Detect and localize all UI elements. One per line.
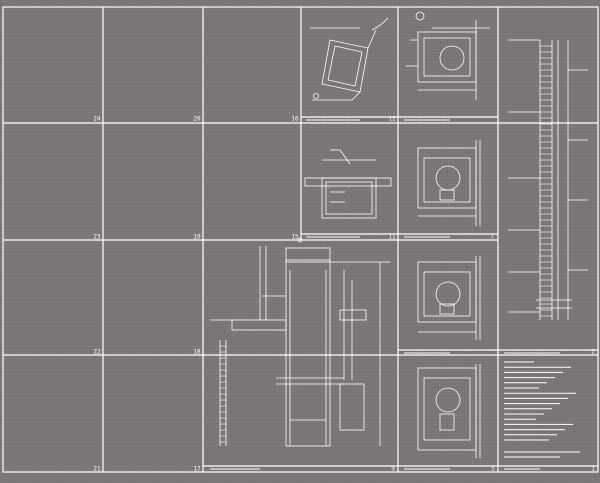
cell-number-21: 21 bbox=[93, 465, 101, 473]
general-notes-lines bbox=[504, 361, 580, 458]
cell-number-16: 16 bbox=[291, 115, 299, 123]
cell-number-24: 24 bbox=[93, 115, 101, 123]
cell-number-2: 2 bbox=[591, 348, 595, 356]
cell-number-12: 12 bbox=[388, 115, 396, 123]
detail-9-section bbox=[210, 237, 390, 447]
cell-number-15: 15 bbox=[291, 233, 299, 241]
cell-number-7: 7 bbox=[490, 233, 494, 241]
cell-number-22: 22 bbox=[93, 348, 101, 356]
cell-number-17: 17 bbox=[193, 465, 201, 473]
detail-5-plan bbox=[417, 364, 481, 458]
detail-4-section bbox=[508, 39, 588, 320]
cell-number-1: 1 bbox=[591, 465, 595, 473]
cell-number-18: 18 bbox=[193, 348, 201, 356]
cell-number-5: 5 bbox=[491, 465, 495, 473]
detail-12-hatch bbox=[310, 17, 389, 101]
detail-8-plan bbox=[406, 11, 490, 100]
detail-11-section bbox=[304, 149, 392, 219]
cell-number-11: 11 bbox=[388, 233, 396, 241]
title-strip-marks bbox=[210, 119, 560, 470]
detail-6-plan bbox=[417, 256, 481, 340]
cell-number-9: 9 bbox=[391, 465, 395, 473]
cell-number-19: 19 bbox=[193, 233, 201, 241]
cell-number-23: 23 bbox=[93, 233, 101, 241]
cell-number-20: 20 bbox=[193, 115, 201, 123]
sheet-grid bbox=[2, 6, 599, 473]
detail-7-plan bbox=[417, 140, 481, 226]
